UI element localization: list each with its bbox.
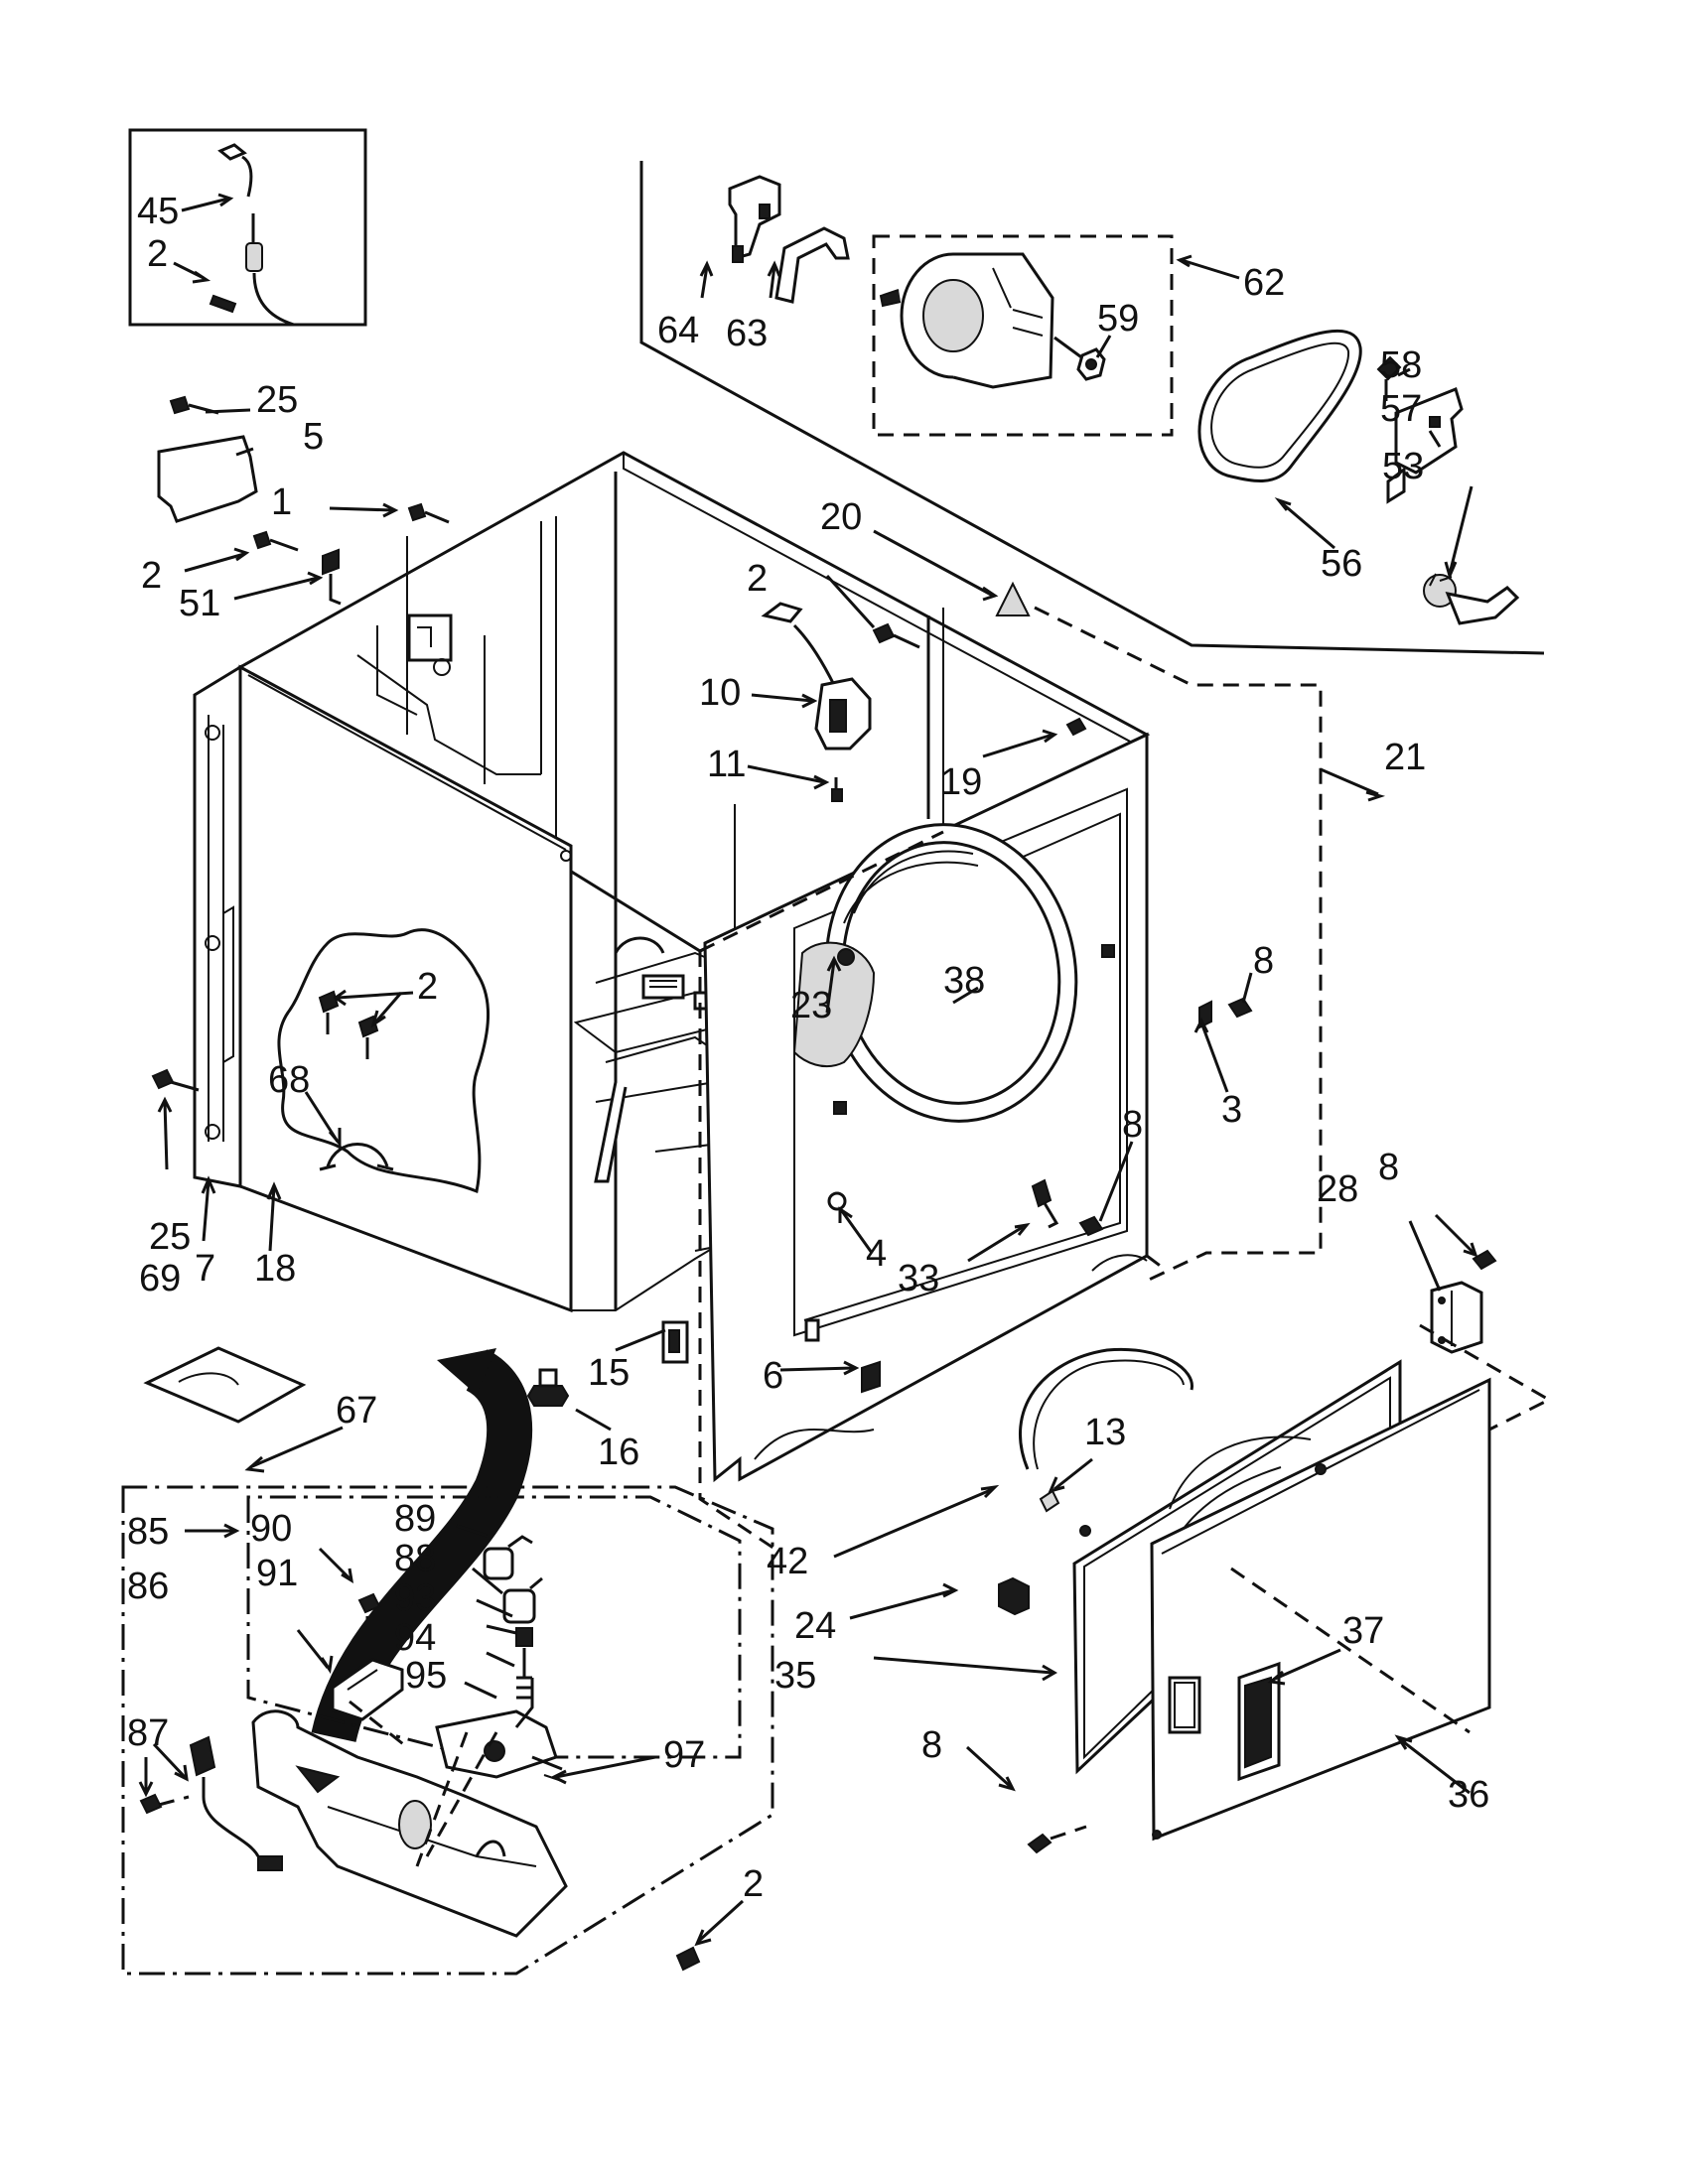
callout-3: 3 — [1221, 1089, 1242, 1131]
callout-36: 36 — [1448, 1774, 1489, 1816]
leader-arrows — [138, 193, 1478, 1947]
callout-95: 95 — [405, 1655, 447, 1697]
harness-inset — [128, 128, 367, 327]
callout-19: 19 — [940, 761, 982, 803]
callout-53: 53 — [1382, 446, 1424, 487]
callout-2a: 2 — [147, 233, 168, 275]
callout-57: 57 — [1380, 388, 1422, 430]
callout-11: 11 — [707, 744, 746, 785]
callout-1: 1 — [271, 481, 292, 523]
callout-4: 4 — [866, 1233, 887, 1275]
motor-section — [639, 161, 1545, 655]
door-assembly — [998, 1281, 1553, 1854]
callout-59: 59 — [1097, 298, 1139, 340]
callout-63: 63 — [726, 313, 768, 354]
callout-25a: 25 — [256, 379, 298, 421]
burner-assembly — [121, 1485, 774, 1976]
callout-8d: 8 — [921, 1724, 942, 1766]
callout-97: 97 — [663, 1734, 705, 1776]
front-panel — [703, 717, 1212, 1483]
callout-42: 42 — [767, 1541, 808, 1582]
callout-23: 23 — [790, 985, 832, 1026]
callout-88: 88 — [394, 1538, 436, 1579]
callout-33: 33 — [898, 1258, 939, 1299]
callout-25b: 25 — [149, 1216, 191, 1258]
callout-2e: 2 — [743, 1863, 764, 1905]
callout-91: 91 — [256, 1553, 298, 1594]
callout-56: 56 — [1321, 543, 1362, 585]
callout-7: 7 — [195, 1248, 215, 1290]
drive-belt — [1197, 329, 1362, 482]
callout-93: 93 — [394, 1577, 436, 1619]
callout-5: 5 — [303, 416, 324, 458]
callout-6: 6 — [763, 1355, 783, 1397]
callout-87: 87 — [127, 1712, 169, 1754]
callout-8c: 8 — [1378, 1147, 1399, 1188]
callout-64: 64 — [657, 310, 699, 351]
callout-20: 20 — [820, 496, 862, 538]
callout-35: 35 — [774, 1655, 816, 1697]
small-parts — [143, 395, 1497, 1972]
callout-37: 37 — [1342, 1610, 1384, 1652]
callout-10: 10 — [699, 672, 741, 714]
callout-89: 89 — [394, 1498, 436, 1540]
callout-51: 51 — [179, 583, 220, 624]
callout-24: 24 — [794, 1605, 836, 1647]
callout-67: 67 — [336, 1390, 377, 1432]
callout-45: 45 — [137, 191, 179, 232]
callout-16: 16 — [598, 1432, 639, 1473]
callout-90: 90 — [250, 1508, 292, 1550]
callout-18: 18 — [254, 1248, 296, 1290]
callout-8a: 8 — [1253, 940, 1274, 982]
callout-85: 85 — [127, 1511, 169, 1553]
callout-28: 28 — [1317, 1168, 1358, 1210]
callout-86: 86 — [127, 1566, 169, 1607]
callout-69: 69 — [139, 1258, 181, 1299]
callout-38: 38 — [943, 960, 985, 1002]
motor — [879, 252, 1085, 389]
callout-58: 58 — [1380, 344, 1422, 386]
callout-2c: 2 — [747, 558, 768, 600]
callout-2d: 2 — [417, 966, 438, 1008]
callout-94: 94 — [394, 1617, 436, 1659]
callout-68: 68 — [268, 1059, 310, 1101]
callout-2b: 2 — [141, 555, 162, 597]
callout-21: 21 — [1384, 737, 1426, 778]
callout-15: 15 — [588, 1352, 630, 1394]
callout-8b: 8 — [1122, 1104, 1143, 1146]
callout-13: 13 — [1084, 1412, 1126, 1453]
callout-62: 62 — [1243, 262, 1285, 304]
